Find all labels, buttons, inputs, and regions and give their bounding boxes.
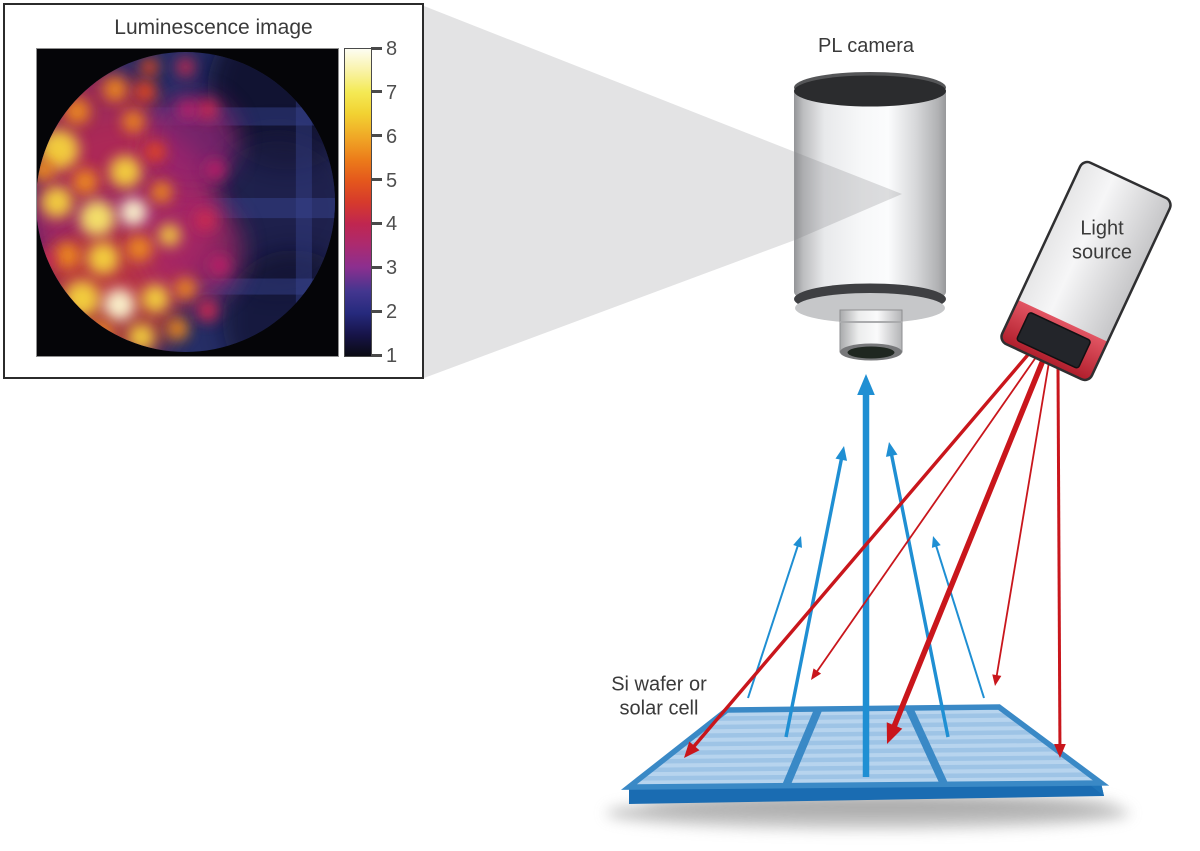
light-source-outline xyxy=(1000,160,1172,382)
heatmap-blob xyxy=(205,159,226,180)
pl-camera xyxy=(794,72,946,361)
heatmap-hot-regions xyxy=(37,58,243,352)
heatmap-blob xyxy=(150,180,173,204)
light-source-aperture xyxy=(1016,312,1091,369)
colorbar-tick-label: 2 xyxy=(386,301,398,324)
camera-base xyxy=(795,293,945,323)
heatmap-blob xyxy=(109,155,142,188)
light-ray-arrows xyxy=(684,346,1066,777)
heatmap-blob xyxy=(195,210,216,231)
heatmap-blob xyxy=(166,317,189,340)
heatmap-blob xyxy=(197,99,218,120)
colorbar-tick-mark xyxy=(371,178,382,182)
wafer-label: Si wafer or solar cell xyxy=(611,673,707,722)
heatmap-blob xyxy=(145,141,166,162)
heatmap-blob xyxy=(158,224,181,247)
excitation-arrow-red xyxy=(684,348,1034,758)
heatmap-blob xyxy=(176,58,195,77)
projection-beam xyxy=(424,6,795,378)
excitation-arrow-red xyxy=(886,346,1051,744)
projection-beam-apex xyxy=(795,152,902,240)
colorbar-tick-mark xyxy=(371,134,382,138)
colorbar-tick-mark xyxy=(371,353,382,357)
heatmap-blob xyxy=(140,58,159,77)
heatmap-blob xyxy=(209,255,230,276)
excitation-arrow-red xyxy=(1054,367,1066,758)
light-source-label-line1: Light xyxy=(1080,217,1124,240)
camera-lens-glass xyxy=(847,346,895,359)
colorbar-tick-label: 5 xyxy=(386,169,398,192)
pl-camera-label: PL camera xyxy=(818,34,914,57)
colorbar-tick-mark xyxy=(371,90,382,94)
heatmap-blob xyxy=(103,77,128,102)
heatmap-blob xyxy=(103,288,136,321)
colorbar-tick-label: 7 xyxy=(386,81,398,104)
luminescence-arrow-blue xyxy=(784,446,848,738)
camera-top-cap xyxy=(794,75,946,107)
wafer-busbars xyxy=(782,706,948,788)
colorbar-tick-label: 1 xyxy=(386,345,398,367)
luminescence-arrow-blue xyxy=(885,442,950,738)
excitation-arrow-red xyxy=(811,349,1042,680)
heatmap-blob xyxy=(174,277,197,300)
heatmap-blob xyxy=(37,157,56,182)
luminescence-panel: Luminescence image xyxy=(3,3,424,379)
colorbar-tick-label: 4 xyxy=(386,213,398,236)
light-source-label: Light source xyxy=(1072,217,1132,266)
colorbar-tick-label: 6 xyxy=(386,125,398,148)
light-source-label-line2: source xyxy=(1071,242,1133,264)
colorbar-tick-mark xyxy=(371,265,382,269)
heatmap-blob xyxy=(87,242,120,275)
heatmap-image xyxy=(37,49,338,356)
heatmap-blob xyxy=(178,100,197,119)
colorbar-tick-label: 3 xyxy=(386,257,398,280)
heatmap-blob xyxy=(119,197,148,227)
heatmap-blob xyxy=(122,110,145,133)
wafer-label-line1: Si wafer or xyxy=(611,673,707,696)
heatmap-blob xyxy=(79,199,116,237)
heatmap-blob xyxy=(54,242,81,269)
heatmap-blob xyxy=(72,168,99,195)
wafer-frame xyxy=(620,704,1110,790)
excitation-arrow-red xyxy=(992,355,1051,686)
colorbar xyxy=(344,48,372,357)
colorbar-tick-mark xyxy=(371,46,382,50)
heatmap-blob xyxy=(41,185,74,219)
colorbar-tick-label: 8 xyxy=(386,38,398,60)
light-source xyxy=(1000,160,1172,382)
heatmap-blob xyxy=(141,284,170,313)
luminescence-arrow-blue xyxy=(931,536,985,699)
luminescence-heatmap xyxy=(36,48,339,357)
colorbar-tick-mark xyxy=(371,309,382,313)
panel-title: Luminescence image xyxy=(114,16,313,39)
heatmap-blob xyxy=(196,299,219,322)
heatmap-blob xyxy=(134,80,157,103)
wafer-label-line2: solar cell xyxy=(619,698,699,720)
colorbar-tick-mark xyxy=(371,221,382,225)
heatmap-blob xyxy=(126,235,153,262)
luminescence-arrow-blue xyxy=(857,374,875,777)
